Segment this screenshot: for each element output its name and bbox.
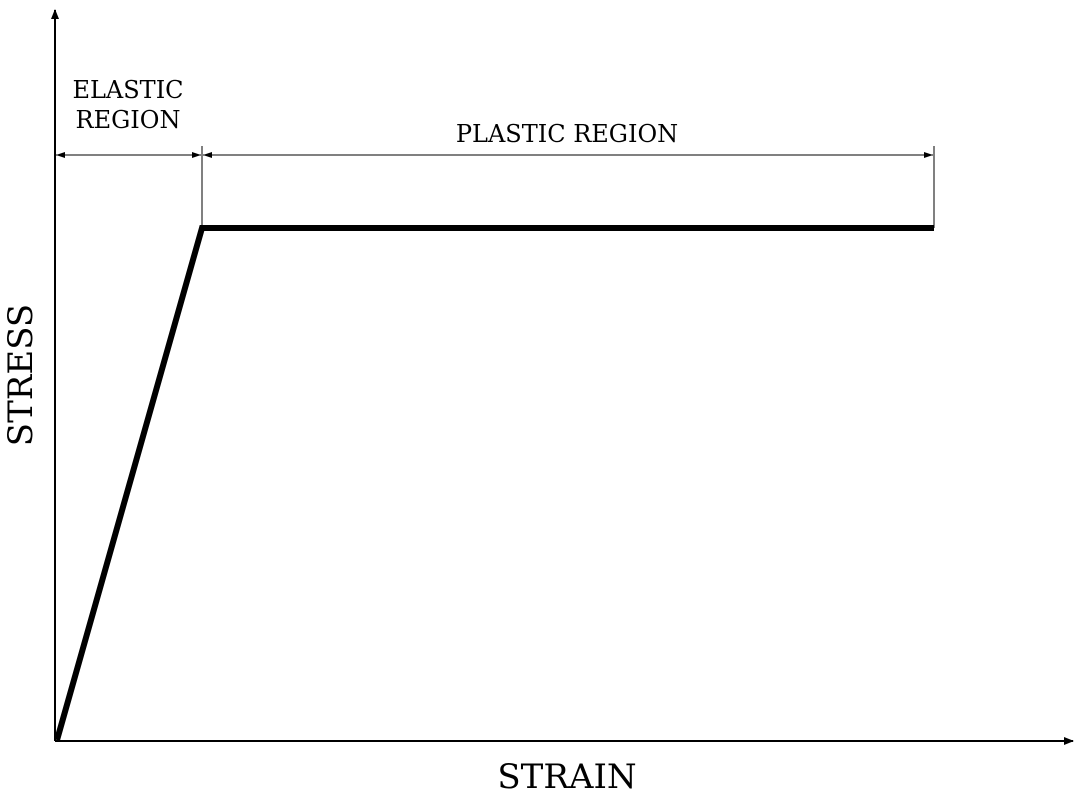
elastic-region-label-line1: ELASTIC bbox=[72, 76, 183, 104]
y-axis-label: STRESS bbox=[1, 304, 41, 446]
x-axis-label: STRAIN bbox=[497, 757, 636, 790]
plastic-region-label: PLASTIC REGION bbox=[456, 120, 678, 148]
elastic-region-label-line2: REGION bbox=[76, 106, 181, 134]
stress-strain-curve bbox=[54, 225, 934, 741]
